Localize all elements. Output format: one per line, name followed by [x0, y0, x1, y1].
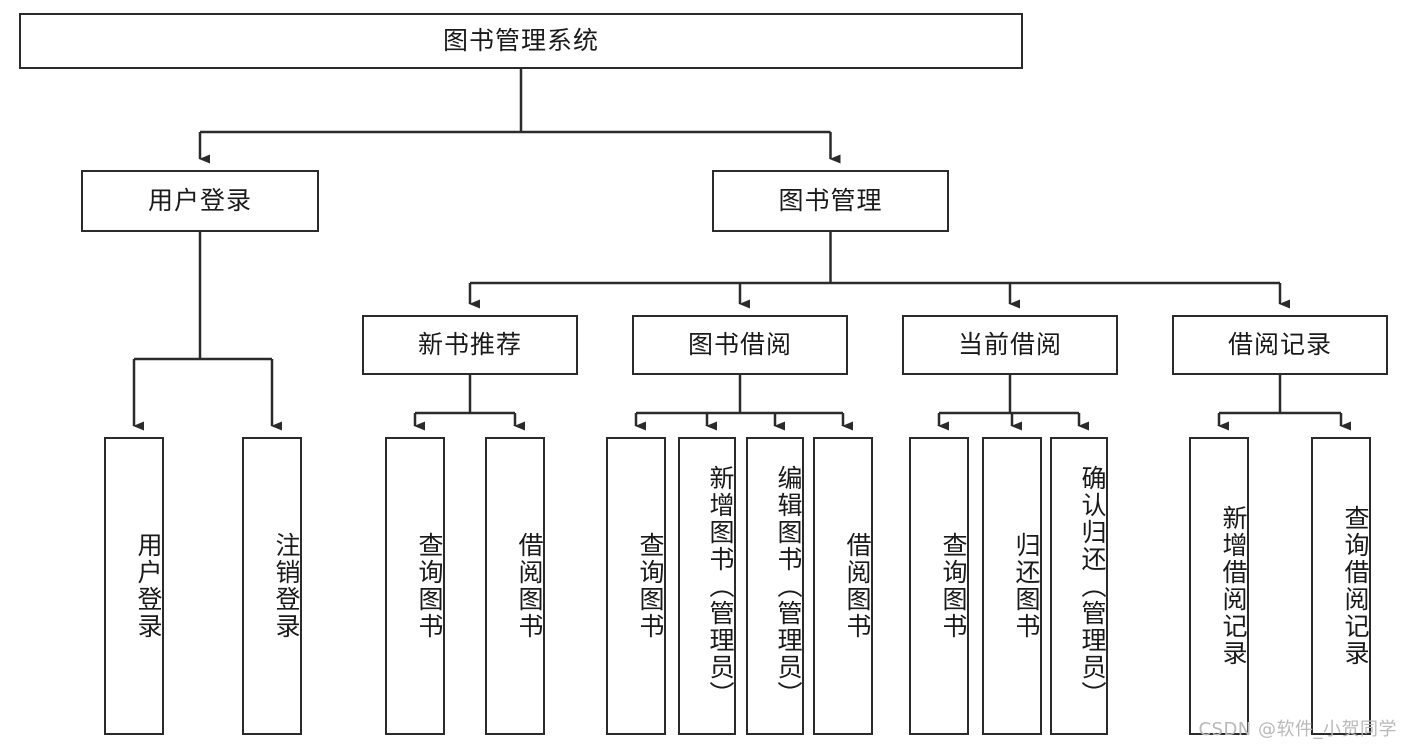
node-current-borrow[interactable]: 当前借阅 [902, 315, 1118, 375]
node-leaf-add-borrow-record[interactable]: 新增借阅记录 [1189, 437, 1249, 735]
node-label: 新增借阅记录 [1219, 505, 1248, 667]
node-label: 注销登录 [272, 532, 301, 640]
node-leaf-query-borrow-record[interactable]: 查询借阅记录 [1311, 437, 1371, 735]
node-root[interactable]: 图书管理系统 [19, 13, 1023, 69]
node-leaf-query-book-2[interactable]: 查询图书 [606, 437, 666, 735]
node-label: 查询借阅记录 [1341, 505, 1370, 667]
node-new-book-recommend[interactable]: 新书推荐 [362, 315, 578, 375]
node-label: 确认归还（管理员） [1078, 464, 1107, 708]
node-borrow-record[interactable]: 借阅记录 [1172, 315, 1388, 375]
node-label: 查询图书 [636, 532, 665, 640]
node-leaf-confirm-return[interactable]: 确认归还（管理员） [1050, 437, 1108, 735]
node-leaf-user-logout[interactable]: 注销登录 [242, 437, 302, 735]
node-leaf-edit-book[interactable]: 编辑图书（管理员） [746, 437, 804, 735]
node-label: 用户登录 [147, 186, 252, 215]
node-label: 查询图书 [939, 532, 968, 640]
node-book-borrow[interactable]: 图书借阅 [632, 315, 848, 375]
node-leaf-return-book[interactable]: 归还图书 [982, 437, 1042, 735]
node-label: 新增图书（管理员） [706, 464, 735, 708]
node-leaf-user-login[interactable]: 用户登录 [104, 437, 164, 735]
node-label: 图书管理系统 [442, 26, 599, 55]
node-book-management[interactable]: 图书管理 [712, 170, 949, 232]
node-label: 编辑图书（管理员） [774, 464, 803, 708]
node-label: 借阅图书 [515, 532, 544, 640]
node-label: 借阅记录 [1227, 330, 1332, 359]
node-label: 归还图书 [1012, 532, 1041, 640]
node-leaf-add-book[interactable]: 新增图书（管理员） [678, 437, 736, 735]
node-label: 图书管理 [778, 186, 883, 215]
node-label: 新书推荐 [417, 330, 522, 359]
node-leaf-borrow-book-1[interactable]: 借阅图书 [485, 437, 545, 735]
node-label: 图书借阅 [687, 330, 792, 359]
node-user-login[interactable]: 用户登录 [81, 170, 319, 232]
node-label: 用户登录 [134, 532, 163, 640]
node-label: 借阅图书 [843, 532, 872, 640]
node-label: 当前借阅 [957, 330, 1062, 359]
node-leaf-query-book-3[interactable]: 查询图书 [909, 437, 969, 735]
csdn-watermark: CSDN @软件_小贺同学 [1198, 719, 1397, 740]
node-leaf-query-book-1[interactable]: 查询图书 [385, 437, 445, 735]
node-leaf-borrow-book-2[interactable]: 借阅图书 [813, 437, 873, 735]
node-label: 查询图书 [415, 532, 444, 640]
